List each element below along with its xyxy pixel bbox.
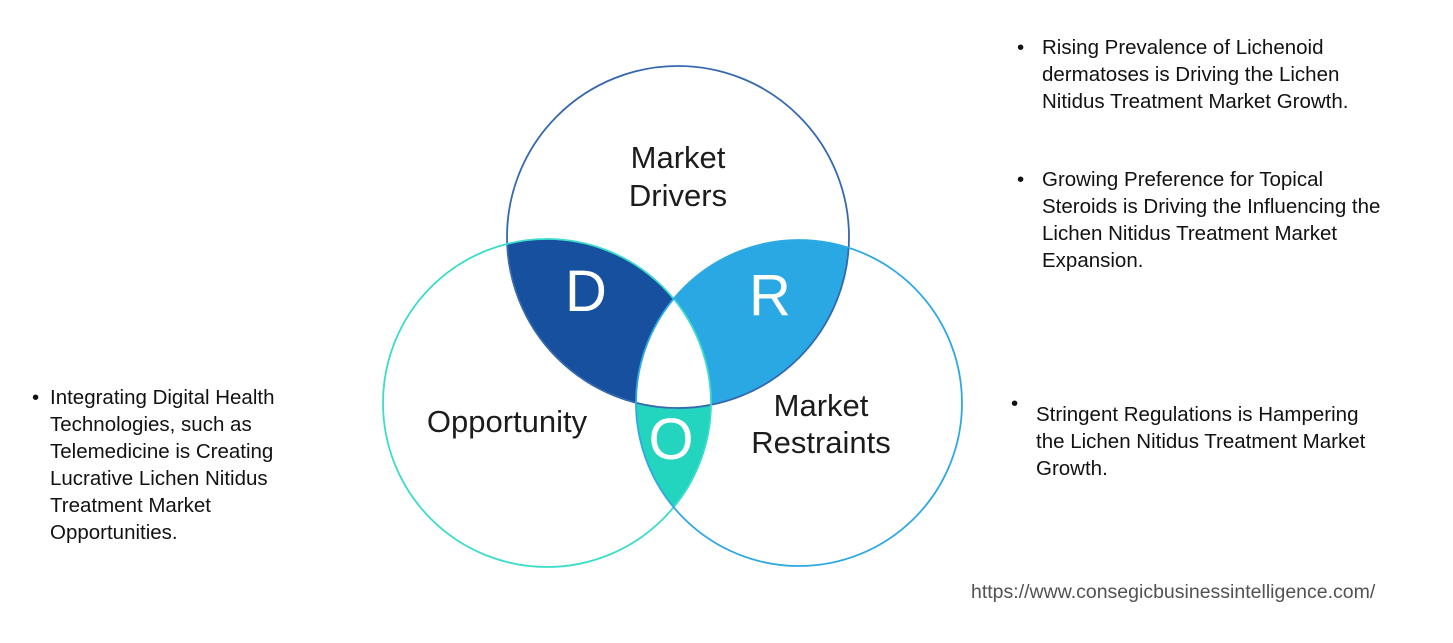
restraints-circle-outline	[635, 239, 963, 567]
list-item-driver-2: • Growing Preference for Topical Steroid…	[1008, 166, 1448, 274]
opportunity-lens-letter: O	[648, 407, 694, 472]
drivers-lens-letter: D	[565, 259, 607, 324]
bullet-icon: •	[1017, 168, 1025, 191]
restraint-bullet-text: Stringent Regulations is Hampering the L…	[1036, 403, 1366, 480]
bullet-icon: •	[32, 386, 40, 409]
list-item-opportunity: • Integrating Digital Health Technologie…	[26, 384, 328, 546]
restraints-label: Market Restraints	[751, 388, 891, 460]
drivers-circle-outline	[506, 65, 850, 409]
opportunity-bullet-text: Integrating Digital Health Technologies,…	[50, 386, 275, 544]
bullet-icon: •	[1011, 392, 1019, 415]
source-url: https://www.consegicbusinessintelligence…	[971, 581, 1376, 603]
driver-1-bullet-text: Rising Prevalence of Lichenoid dermatose…	[1042, 36, 1349, 113]
list-item-driver-1: • Rising Prevalence of Lichenoid dermato…	[1008, 34, 1448, 115]
drivers-label: Market Drivers	[628, 140, 728, 213]
driver-2-bullet-text: Growing Preference for Topical Steroids …	[1042, 168, 1381, 272]
list-item-restraint: • Stringent Regulations is Hampering the…	[1008, 392, 1448, 482]
opportunity-circle-outline	[382, 238, 712, 568]
opportunity-label: Opportunity	[426, 404, 588, 439]
bullet-icon: •	[1017, 36, 1025, 59]
restraints-lens-letter: R	[749, 263, 791, 328]
